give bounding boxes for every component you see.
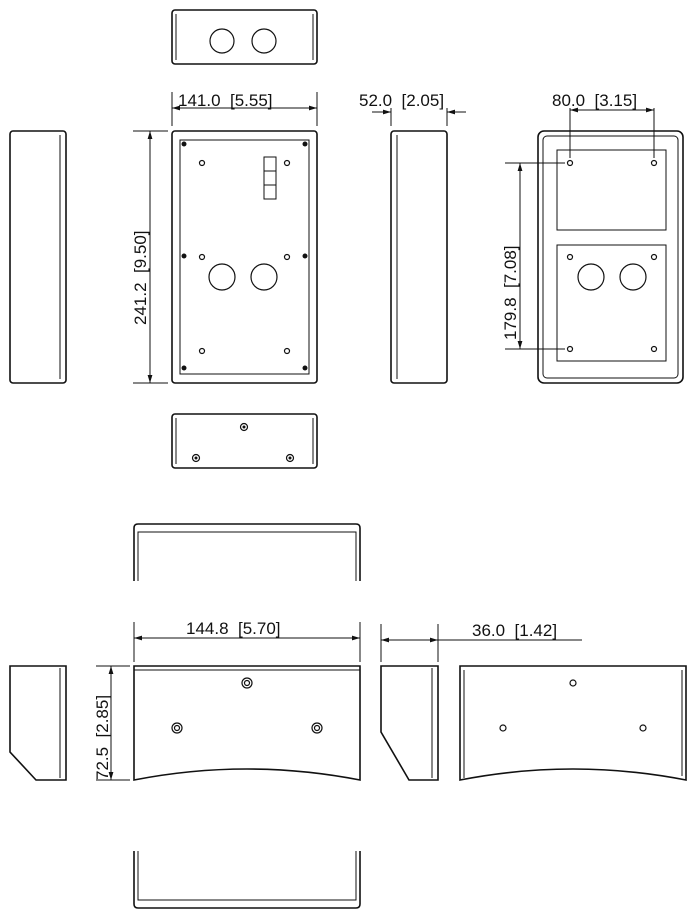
- canopy-back-view: [459, 665, 687, 781]
- front-width-label: 141.0 [5.55]: [178, 91, 273, 110]
- canopy-height-label: 72.5 [2.85]: [93, 695, 112, 780]
- right-side-view: [390, 130, 448, 384]
- dimension-side-depth: 52.0 [2.05]: [359, 91, 466, 126]
- cable-hole: [208, 263, 236, 291]
- canopy-right-profile: [380, 665, 439, 781]
- cable-hole: [577, 263, 605, 291]
- canopy-top-view: [133, 523, 361, 581]
- canopy-depth-label: 36.0 [1.42]: [472, 621, 557, 640]
- canopy-left-profile: [9, 665, 67, 781]
- cable-hole: [619, 263, 647, 291]
- cable-hole: [209, 28, 235, 54]
- canopy-front-view: [133, 665, 361, 781]
- dimension-front-width: 141.0 [5.55]: [171, 91, 318, 126]
- cable-hole: [251, 28, 277, 54]
- hole-spacing-horizontal-label: 80.0 [3.15]: [552, 91, 637, 110]
- front-view: [171, 130, 318, 384]
- left-side-view: [9, 130, 67, 384]
- canopy-width-label: 144.8 [5.70]: [186, 619, 281, 638]
- hole-spacing-vertical-label: 179.8 [7.08]: [501, 245, 520, 340]
- dimension-hole-spacing-horizontal: 80.0 [3.15]: [552, 91, 655, 158]
- dimension-hole-spacing-vertical: 179.8 [7.08]: [501, 162, 565, 350]
- side-depth-label: 52.0 [2.05]: [359, 91, 444, 110]
- height-label: 241.2 [9.50]: [131, 230, 150, 325]
- canopy-bottom-view: [133, 851, 361, 909]
- dimension-canopy-depth: 36.0 [1.42]: [380, 621, 582, 662]
- dimension-canopy-width: 144.8 [5.70]: [133, 619, 361, 662]
- dimension-height: 241.2 [9.50]: [131, 130, 168, 384]
- bottom-view: [171, 413, 318, 469]
- top-view: [171, 9, 318, 65]
- mounting-plate-view: [537, 130, 684, 384]
- cable-hole: [250, 263, 278, 291]
- dimension-canopy-height: 72.5 [2.85]: [93, 665, 130, 781]
